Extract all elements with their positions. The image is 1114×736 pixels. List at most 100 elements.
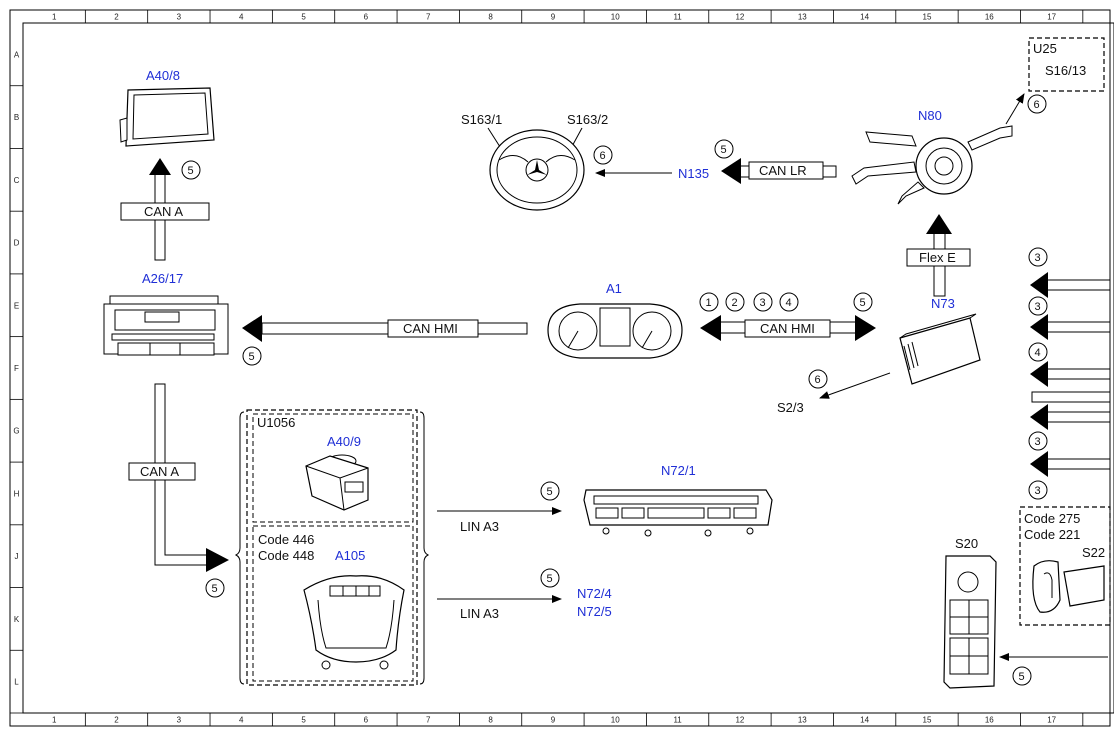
grid-row-B: B [14,113,19,122]
grid-column-top-15: 15 [923,13,932,22]
grid-column-bottom-16: 16 [985,716,994,725]
grid-column-top-2: 2 [114,13,119,22]
grid-column-top-14: 14 [860,13,869,22]
marker-1: 1 [706,297,712,309]
grid-column-bottom-8: 8 [488,716,493,725]
switch-panel-s20[interactable]: S20 [943,536,997,689]
label-u1056: U1056 [257,415,295,430]
grid-column-bottom-6: 6 [364,716,369,725]
grid-column-bottom-9: 9 [551,716,556,725]
label-n73: N73 [931,296,955,311]
bus-label-lin-a3-2: LIN A3 [460,606,499,621]
marker-3-r2: 3 [1035,301,1041,313]
steering-wheel[interactable]: S163/1 S163/2 [461,112,608,211]
marker-5-hmi-right: 5 [860,297,866,309]
label-s22: S22 [1082,545,1105,560]
grid-row-C: C [14,176,20,185]
grid-column-bottom-7: 7 [426,716,431,725]
bus-label-can-hmi-left: CAN HMI [403,321,458,336]
marker-5-a40: 5 [188,165,194,177]
grid-row-K: K [14,615,20,624]
label-a1: A1 [606,281,622,296]
marker-5-can-lr: 5 [721,144,727,156]
grid-column-bottom-13: 13 [798,716,807,725]
marker-4: 4 [786,297,792,309]
label-n72-1: N72/1 [661,463,696,478]
marker-6-u25: 6 [1034,99,1040,111]
signal-s163-to-n135: 6 [593,145,672,177]
grid-column-top-10: 10 [611,13,620,22]
grid-column-top-1: 1 [52,13,57,22]
bus-can-lr: CAN LR 5 [714,139,837,184]
label-code-221: Code 221 [1024,527,1080,542]
ignition-module-n73[interactable]: N73 [899,296,981,385]
grid-row-F: F [14,364,19,373]
grid-row-L: L [14,678,19,687]
grid-column-top-7: 7 [426,13,431,22]
bus-label-can-a-left: CAN A [140,464,179,479]
grid-column-bottom-12: 12 [735,716,744,725]
marker-5-hmi-left: 5 [249,351,255,363]
grid-column-top-5: 5 [301,13,306,22]
grid-row-D: D [14,239,20,248]
grid-column-top-16: 16 [985,13,994,22]
grid-row-A: A [14,50,20,59]
label-n80: N80 [918,108,942,123]
group-u25: U25 S16/13 [1028,37,1105,92]
marker-5-can-a: 5 [212,583,218,595]
grid-column-top-17: 17 [1047,13,1056,22]
label-n72-5: N72/5 [577,604,612,619]
grid-column-bottom-14: 14 [860,716,869,725]
connection-n80-u25: 6 [1005,93,1047,125]
right-edge-buses: 3 3 4 3 3 [1028,247,1111,500]
group-code-275-221: Code 275 Code 221 S22 [1019,506,1111,626]
label-a40-8: A40/8 [146,68,180,83]
grid-column-top-4: 4 [239,13,244,22]
marker-5-s20: 5 [1019,671,1025,683]
marker-3: 3 [760,297,766,309]
grid-column-top-8: 8 [488,13,493,22]
seat-switch-s22[interactable] [1032,560,1105,613]
bus-label-can-lr: CAN LR [759,163,807,178]
marker-2: 2 [732,297,738,309]
label-u25: U25 [1033,41,1057,56]
grid-row-J: J [15,552,19,561]
marker-6-s2-3: 6 [815,374,821,386]
bus-can-a-top: CAN A 5 [120,158,210,261]
grid-column-bottom-1: 1 [52,716,57,725]
grid-column-top-6: 6 [364,13,369,22]
grid-column-bottom-17: 17 [1047,716,1056,725]
bus-label-can-hmi-right: CAN HMI [760,321,815,336]
label-s2-3: S2/3 [777,400,804,415]
bus-lin-a3-2: LIN A3 5 [437,568,562,621]
head-unit-a26-17[interactable]: A26/17 [103,271,229,356]
steering-column-module-n80[interactable]: N80 [851,108,1013,205]
grid-row-E: E [14,301,19,310]
label-code-448: Code 448 [258,548,314,563]
controller-a40-9[interactable]: A40/9 [305,434,369,511]
grid-column-top-13: 13 [798,13,807,22]
display-a40-8[interactable]: A40/8 [119,68,215,147]
grid-column-top-12: 12 [735,13,744,22]
grid-row-G: G [13,427,19,436]
bus-label-flex-e: Flex E [919,250,956,265]
label-n72-4: N72/4 [577,586,612,601]
control-panel-n72-1[interactable]: N72/1 [583,463,773,537]
instrument-cluster-a1[interactable]: A1 [547,281,683,359]
bus-label-can-a-top: CAN A [144,204,183,219]
label-n135: N135 [678,166,709,181]
grid-column-top-9: 9 [551,13,556,22]
label-s163-1: S163/1 [461,112,502,127]
grid-column-bottom-2: 2 [114,716,119,725]
grid-row-H: H [14,489,20,498]
drawing-frame [9,9,1114,727]
grid-column-bottom-5: 5 [301,716,306,725]
label-a40-9: A40/9 [327,434,361,449]
overhead-unit-a105[interactable]: A105 [303,548,405,670]
marker-3-r3: 3 [1035,436,1041,448]
label-s20: S20 [955,536,978,551]
marker-6-steer: 6 [600,150,606,162]
connection-to-s20: 5 [999,653,1108,686]
bus-can-hmi-right: CAN HMI 1 2 3 4 5 [699,292,876,341]
